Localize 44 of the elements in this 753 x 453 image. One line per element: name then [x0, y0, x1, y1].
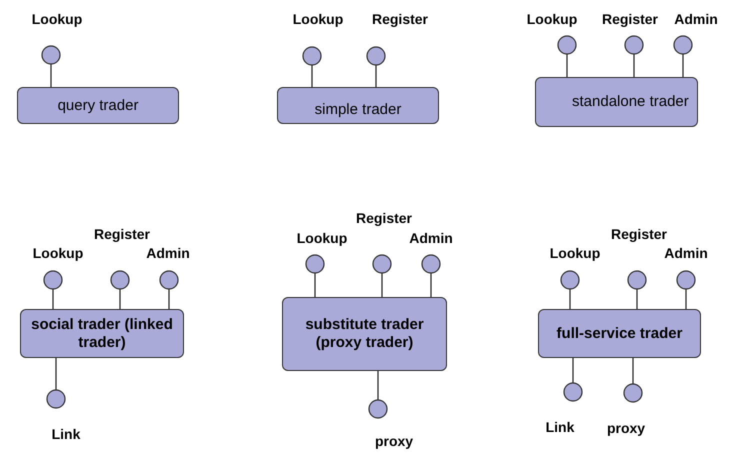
- trader-box: substitute trader (proxy trader): [282, 297, 447, 371]
- trader-box: query trader: [17, 87, 179, 124]
- interface-label: Admin: [409, 230, 453, 246]
- interface-label: Lookup: [550, 245, 600, 261]
- connector-line: [52, 289, 54, 309]
- interface-label: Admin: [664, 245, 708, 261]
- connector-line: [569, 289, 571, 309]
- trader-box: social trader (linked trader): [20, 309, 184, 358]
- interface-label: Register: [610, 226, 668, 242]
- interface-label: Register: [602, 11, 658, 27]
- trader-box: simple trader: [277, 87, 439, 124]
- interface-label: Admin: [146, 245, 190, 261]
- interface-label: Lookup: [32, 245, 84, 261]
- connector-line: [311, 65, 313, 87]
- connector-line: [633, 54, 635, 77]
- interface-label: Link: [546, 419, 574, 435]
- connector-line: [566, 54, 568, 77]
- interface-label: proxy: [374, 433, 414, 449]
- connector-line: [168, 289, 170, 309]
- interface-label: proxy: [606, 420, 646, 436]
- connector-line: [377, 371, 379, 400]
- connector-line: [314, 273, 316, 297]
- connector-line: [375, 65, 377, 87]
- connector-line: [55, 358, 57, 390]
- connector-line: [381, 273, 383, 297]
- connector-line: [119, 289, 121, 309]
- interface-label: Register: [356, 210, 412, 226]
- connector-line: [685, 289, 687, 309]
- trader-box: standalone trader: [535, 77, 698, 127]
- connector-line: [572, 358, 574, 383]
- interface-label: Lookup: [32, 11, 82, 27]
- interface-label: Lookup: [292, 11, 344, 27]
- interface-label: Lookup: [526, 11, 578, 27]
- connector-line: [636, 289, 638, 309]
- trader-box: full-service trader: [538, 309, 701, 358]
- connector-line: [50, 64, 52, 87]
- connector-line: [430, 273, 432, 297]
- interface-label: Admin: [674, 11, 718, 27]
- connector-line: [682, 54, 684, 77]
- interface-label: Register: [94, 226, 150, 242]
- interface-label: Lookup: [296, 230, 348, 246]
- interface-label: Link: [52, 426, 80, 442]
- connector-line: [632, 358, 634, 384]
- interface-label: Register: [372, 11, 428, 27]
